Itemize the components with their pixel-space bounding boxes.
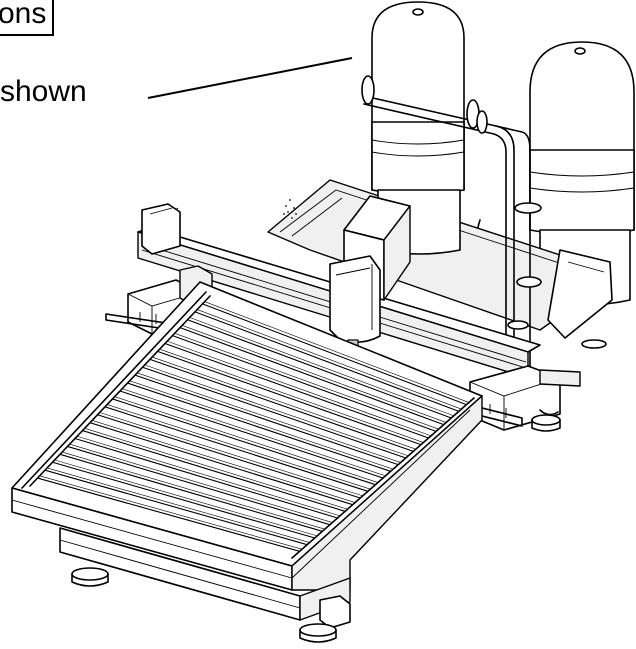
bed-slat-groove [190,317,455,417]
bed-slat-line [89,422,353,506]
bed-slat-groove [152,357,417,450]
bed-slat-line [164,342,429,439]
bed-slat-line [112,398,376,486]
bed-slat-line [52,461,315,539]
bed-slat-line [59,453,323,532]
gantry-side-right [465,365,581,431]
bed-slat-groove [100,412,364,497]
bed-slat-line [67,445,331,526]
bed-slat-groove [107,404,371,490]
bed-slat-line [37,477,300,552]
bed-slat-groove [167,341,432,437]
bed-slat-groove [47,467,311,543]
bed-slat-groove [145,364,409,457]
bed-slat-line [97,414,361,499]
bed-slat-line [202,303,467,406]
dust-pipe-rail [361,75,542,381]
bed-slat-groove [122,388,387,477]
shown-label-text: shown [0,75,87,108]
bed-slat-line [127,382,391,472]
bed-slat-groove [70,444,334,523]
bed-slat-line [172,335,437,432]
bed-slat-groove [205,301,470,403]
bed-slat-groove [160,349,425,443]
bed-slat-line [194,311,460,412]
bed-slat-line [142,366,406,459]
bed-slat-line [44,469,308,546]
bed-slat-groove [85,428,349,510]
bed-slat-line [82,430,346,512]
bed-slat-line [157,350,422,446]
bed-slat-groove [55,459,318,537]
bed-slat-groove [62,452,326,530]
bed-slat-line [134,374,399,466]
options-label-text: ons [0,0,47,30]
bed-slat-groove [175,333,440,430]
bed-slat-line [119,390,384,479]
bed-slat-groove [77,436,341,517]
options-label-box: ons [0,0,55,36]
bed-slat-groove [115,396,379,483]
bed-slat-line [149,358,414,452]
debris-dots [283,199,297,219]
bed-slat-groove [92,420,356,503]
bed-slat-groove [137,372,402,463]
bed-slat-groove [130,380,394,470]
table-frame [11,395,483,629]
slatted-bed [11,281,483,567]
bed-slat-line [74,437,338,519]
bed-slat-groove [40,475,303,550]
table-feet [71,339,607,643]
bed-slat-line [179,327,444,426]
bed-slat-line [104,406,369,492]
bed-slat-line [187,319,452,419]
bed-slat-groove [197,309,462,410]
bed-slat-groove [182,325,447,423]
leader-line [147,57,353,99]
